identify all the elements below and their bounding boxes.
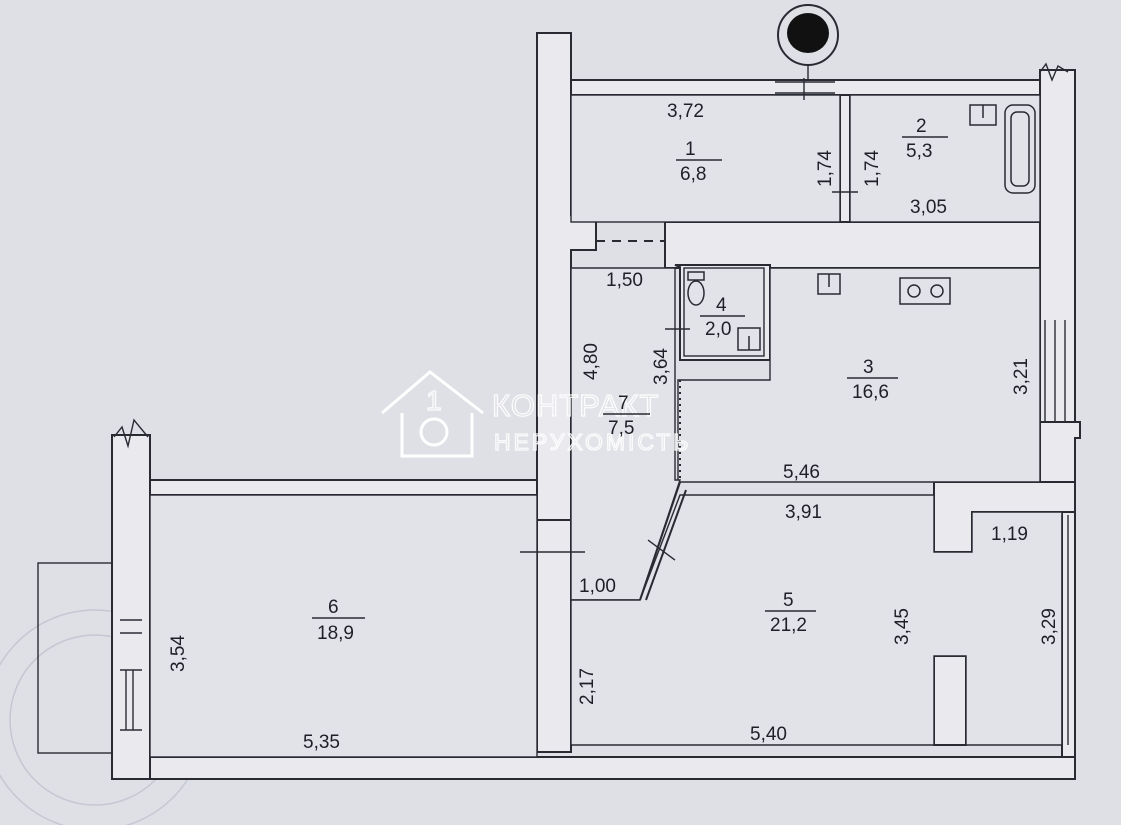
dim-hall-bottom: 1,00 bbox=[579, 576, 616, 597]
dim-room6-side: 3,54 bbox=[168, 635, 189, 672]
dim-room5-left: 2,17 bbox=[577, 668, 598, 705]
room-number: 7 bbox=[618, 393, 629, 414]
dim-room6-bottom: 5,35 bbox=[303, 732, 340, 753]
dim-room3-right: 3,21 bbox=[1011, 358, 1032, 395]
dim-room2-height: 1,74 bbox=[862, 150, 883, 187]
room-interiors bbox=[149, 94, 1063, 758]
room-labels: 1 6,8 2 5,3 3 16,6 4 2,0 5 21,2 6 18,9 7… bbox=[312, 116, 948, 644]
room-number: 4 bbox=[716, 295, 727, 316]
dim-room1-height: 1,74 bbox=[815, 150, 836, 187]
watermark-logo-digit: 1 bbox=[426, 385, 443, 416]
break-marks bbox=[113, 62, 1069, 449]
room-area: 16,6 bbox=[852, 382, 889, 403]
room-area: 2,0 bbox=[705, 319, 731, 340]
toilet-icon bbox=[687, 271, 705, 306]
bathtub-icon bbox=[1004, 104, 1036, 194]
watermark: 1 КОНТРАКТ НЕРУХОМІСТЬ bbox=[381, 370, 691, 458]
dim-hall-top: 1,50 bbox=[606, 270, 643, 291]
bathroom-sink-icon bbox=[737, 327, 761, 351]
dim-balcony-top: 1,19 bbox=[991, 524, 1028, 545]
dim-room5-right: 3,45 bbox=[892, 608, 913, 645]
north-mark bbox=[777, 4, 839, 85]
dim-room1-width: 3,72 bbox=[667, 101, 704, 122]
dim-room3-bottom: 5,46 bbox=[783, 462, 820, 483]
watermark-line2: НЕРУХОМІСТЬ bbox=[494, 429, 691, 455]
fixtures bbox=[687, 104, 1036, 351]
house-logo-icon: 1 bbox=[381, 370, 484, 458]
room-number: 5 bbox=[783, 590, 794, 611]
room-area: 6,8 bbox=[680, 164, 706, 185]
room-number: 2 bbox=[916, 116, 927, 137]
room-area: 7,5 bbox=[608, 418, 634, 439]
watermark-line1: КОНТРАКТ bbox=[492, 388, 659, 423]
dim-room5-top: 3,91 bbox=[785, 502, 822, 523]
dim-balcony-side: 3,29 bbox=[1039, 608, 1060, 645]
windows bbox=[37, 81, 1069, 754]
sink-icon bbox=[969, 104, 997, 126]
room-number: 1 bbox=[685, 139, 696, 160]
room-number: 3 bbox=[863, 357, 874, 378]
dim-room5-bottom: 5,40 bbox=[750, 724, 787, 745]
dimension-labels: 3,72 1,74 1,74 3,05 1,50 4,80 3,64 3,21 … bbox=[168, 101, 1060, 753]
dim-hall-left: 4,80 bbox=[581, 343, 602, 380]
stove-icon bbox=[899, 277, 951, 305]
room-area: 18,9 bbox=[317, 623, 354, 644]
openings bbox=[520, 78, 858, 601]
kitchen-sink-icon bbox=[817, 273, 841, 295]
dim-hall-right: 3,64 bbox=[651, 348, 672, 385]
room-area: 21,2 bbox=[770, 615, 807, 636]
room-area: 5,3 bbox=[906, 141, 932, 162]
dim-room2-width: 3,05 bbox=[910, 197, 947, 218]
room-number: 6 bbox=[328, 597, 339, 618]
